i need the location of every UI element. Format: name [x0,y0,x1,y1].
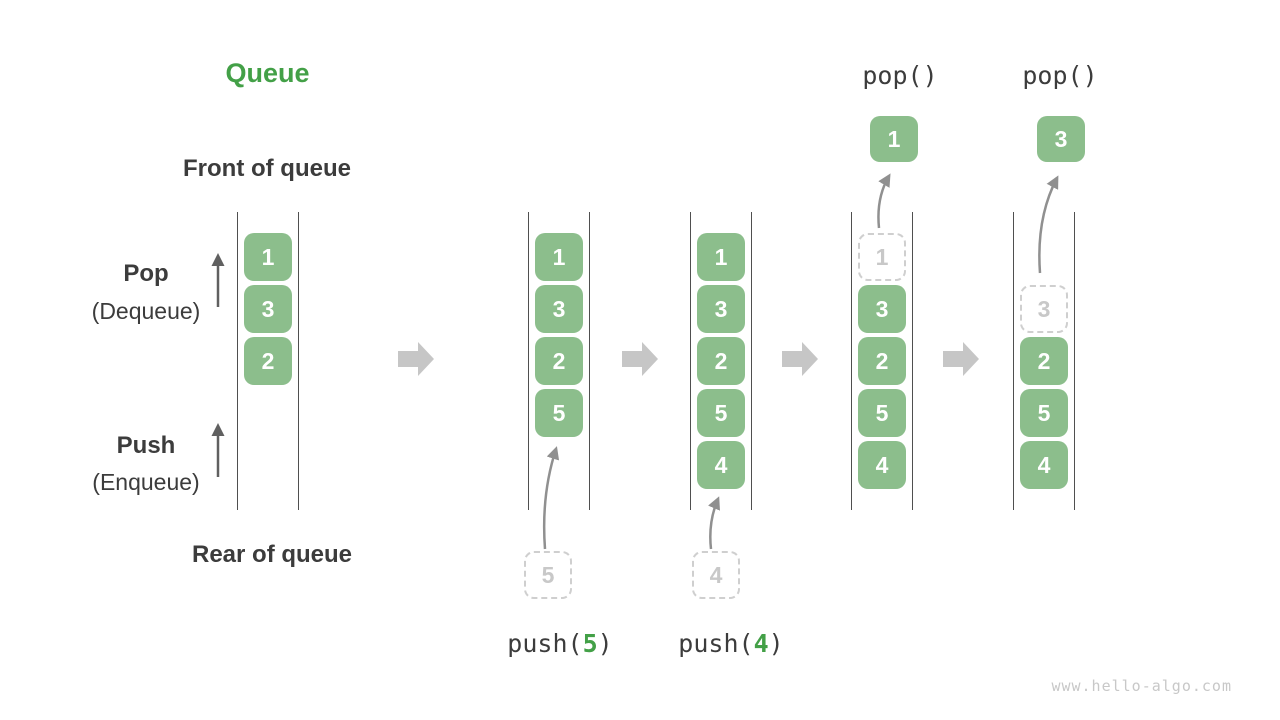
queue-item: 3 [858,285,906,333]
transition-arrow [782,342,818,376]
queue-item: 4 [1020,441,1068,489]
queue-item: 5 [1020,389,1068,437]
queue-item: 3 [535,285,583,333]
front-of-queue-label: Front of queue [183,155,351,182]
dequeue-label: (Dequeue) [91,298,201,324]
queue-item-removed: 1 [858,233,906,281]
queue-column-state-4: 1 3 2 5 4 [851,212,913,510]
queue-column-state-1: 1 3 2 [237,212,299,510]
queue-item: 2 [697,337,745,385]
rear-of-queue-label: Rear of queue [192,541,353,568]
transition-arrow [622,342,658,376]
staged-push-value: 5 [524,551,572,599]
pop-operation-label: pop() [862,61,938,90]
queue-item: 3 [244,285,292,333]
operation-argument: 5 [582,629,598,658]
queue-item: 2 [244,337,292,385]
popped-value: 1 [870,116,918,162]
push-4-operation-label: push(4) [661,630,801,658]
push-5-operation-label: push(5) [490,630,630,658]
diagram-title: Queue [225,58,310,88]
queue-column-state-2: 1 3 2 5 [528,212,590,510]
queue-item: 2 [1020,337,1068,385]
queue-item: 5 [697,389,745,437]
queue-item: 3 [697,285,745,333]
pop-label: Pop [123,260,169,287]
push-label: Push [116,432,176,459]
queue-column-state-5: 3 2 5 4 [1013,212,1075,510]
queue-item: 2 [535,337,583,385]
operation-text: push( [678,629,754,658]
transition-arrow [943,342,979,376]
operation-text: ) [768,629,784,658]
queue-item: 1 [535,233,583,281]
queue-item-removed: 3 [1020,285,1068,333]
queue-item: 1 [697,233,745,281]
queue-item: 2 [858,337,906,385]
operation-text: push( [507,629,583,658]
queue-item: 5 [858,389,906,437]
popped-value: 3 [1037,116,1085,162]
operation-text: ) [597,629,613,658]
queue-item: 1 [244,233,292,281]
queue-item: 4 [858,441,906,489]
staged-push-value: 4 [692,551,740,599]
queue-item: 5 [535,389,583,437]
transition-arrow [398,342,434,376]
queue-item: 4 [697,441,745,489]
enqueue-label: (Enqueue) [92,469,200,495]
queue-column-state-3: 1 3 2 5 4 [690,212,752,510]
watermark: www.hello-algo.com [1051,677,1232,695]
operation-argument: 4 [753,629,769,658]
pop-operation-label: pop() [1022,61,1098,90]
